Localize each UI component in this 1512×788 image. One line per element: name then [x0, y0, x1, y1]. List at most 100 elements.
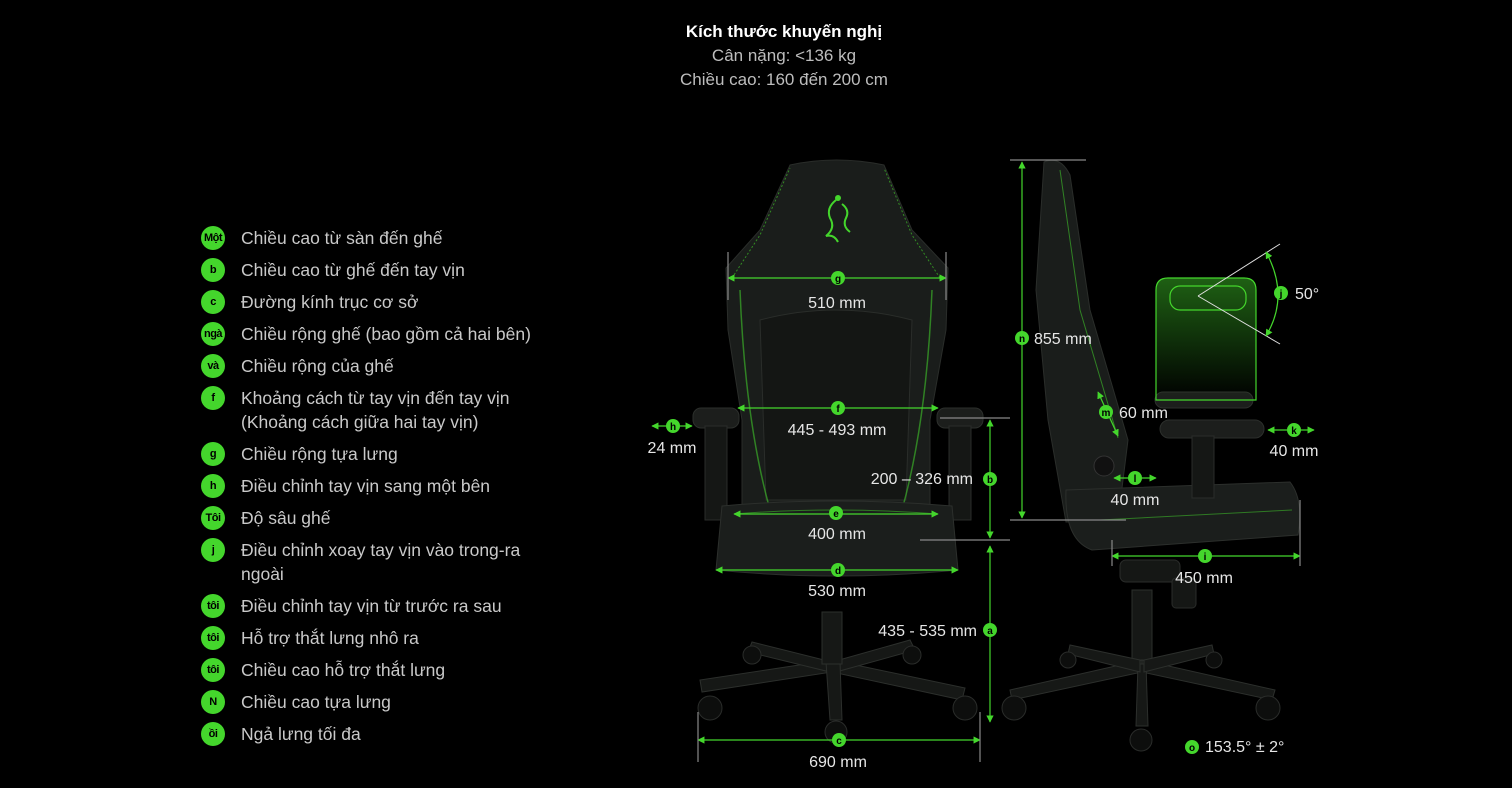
dimension-c: c 690 mm: [809, 733, 867, 771]
front-left-armrest: [692, 407, 740, 429]
marker-k-letter: k: [1291, 426, 1297, 437]
armrest-pivot-illustration: [1155, 277, 1257, 401]
marker-d-badge: [831, 563, 845, 577]
legend-item-j: j Điều chỉnh xoay tay vịn vào trong-ra ng…: [201, 538, 621, 586]
dimension-l-value: 40 mm: [1111, 492, 1160, 509]
recommended-size-header: Kích thước khuyến nghị Cân nặng: <136 kg…: [0, 20, 1512, 92]
legend-text: Khoảng cách từ tay vịn đến tay vịn (Khoả…: [241, 388, 510, 432]
side-chair: [1001, 159, 1301, 752]
dimension-h: h 24 mm: [648, 419, 697, 457]
dimension-lines: [651, 159, 1315, 762]
dimension-g-value: 510 mm: [808, 295, 866, 312]
dimension-c-value: 690 mm: [809, 754, 867, 771]
marker-e-badge: [829, 506, 843, 520]
dimension-g: g 510 mm: [808, 271, 866, 312]
legend-item-b: b Chiều cao từ ghế đến tay vịn: [201, 258, 621, 282]
side-armrest-lower: [1159, 419, 1265, 439]
legend-item-l: tôi Hỗ trợ thắt lưng nhô ra: [201, 626, 621, 650]
legend-badge: N: [201, 690, 225, 714]
legend-item-n: N Chiều cao tựa lưng: [201, 690, 621, 714]
legend-badge: g: [201, 442, 225, 466]
dimension-e: e 400 mm: [808, 506, 866, 543]
marker-n-badge: [1015, 331, 1029, 345]
marker-o-letter: o: [1189, 743, 1195, 754]
marker-m-letter: m: [1102, 408, 1111, 419]
legend-text: Điều chỉnh tay vịn từ trước ra sau: [241, 596, 502, 616]
legend-text: Chiều rộng ghế (bao gồm cả hai bên): [241, 324, 531, 344]
legend-badge: tôi: [201, 626, 225, 650]
legend-badge: c: [201, 290, 225, 314]
legend-badge: ồi: [201, 722, 225, 746]
dimension-n-value: 855 mm: [1034, 331, 1092, 348]
dimension-n: n 855 mm: [1015, 331, 1092, 348]
dimension-a-value: 435 - 535 mm: [878, 623, 977, 640]
marker-j-letter: j: [1279, 289, 1283, 300]
marker-f-badge: [831, 401, 845, 415]
dimension-j: j 50°: [1274, 286, 1319, 303]
dimension-d: d 530 mm: [808, 563, 866, 600]
front-chair: [692, 159, 984, 744]
marker-n-letter: n: [1019, 334, 1025, 345]
dimension-h-value: 24 mm: [648, 440, 697, 457]
legend-text: Điều chỉnh xoay tay vịn vào trong-ra ngo…: [241, 540, 521, 584]
legend-text: Chiều rộng của ghế: [241, 356, 394, 376]
dimension-f: f 445 - 493 mm: [788, 401, 886, 439]
legend-text: Hỗ trợ thắt lưng nhô ra: [241, 628, 419, 648]
marker-m-badge: [1099, 405, 1113, 419]
legend-item-f: f Khoảng cách từ tay vịn đến tay vịn (Kho…: [201, 386, 621, 434]
dimension-b-value: 200 – 326 mm: [871, 471, 973, 488]
legend-badge: Một: [201, 226, 225, 250]
legend-badge: b: [201, 258, 225, 282]
recommended-height: Chiều cao: 160 đến 200 cm: [680, 70, 888, 89]
dimension-m-value: 60 mm: [1119, 405, 1168, 422]
legend-text: Điều chỉnh tay vịn sang một bên: [241, 476, 491, 496]
legend-item-d: ngà Chiều rộng ghế (bao gồm cả hai bên): [201, 322, 621, 346]
dimension-b: b 200 – 326 mm: [871, 471, 997, 488]
marker-f-letter: f: [836, 404, 840, 415]
dimension-d-value: 530 mm: [808, 583, 866, 600]
marker-b-badge: [983, 472, 997, 486]
marker-d-letter: d: [835, 566, 841, 577]
side-chair-base: [1009, 589, 1276, 727]
razer-logo-icon: [825, 195, 851, 243]
marker-g-badge: [831, 271, 845, 285]
dimension-k: k 40 mm: [1270, 423, 1319, 460]
legend-text: Độ sâu ghế: [241, 508, 331, 528]
legend-item-m: tôi Chiều cao hỗ trợ thắt lưng: [201, 658, 621, 682]
marker-k-badge: [1287, 423, 1301, 437]
legend-badge: j: [201, 538, 225, 562]
dimension-a: a 435 - 535 mm: [878, 623, 997, 640]
marker-h-badge: [666, 419, 680, 433]
marker-a-letter: a: [987, 626, 993, 637]
marker-i-badge: [1198, 549, 1212, 563]
legend-text: Chiều cao tựa lưng: [241, 692, 391, 712]
legend-badge: Tôi: [201, 506, 225, 530]
dimension-o: o 153.5° ± 2°: [1185, 739, 1284, 756]
marker-o-badge: [1185, 740, 1199, 754]
dimension-m: m 60 mm: [1099, 405, 1168, 422]
recommended-weight: Cân nặng: <136 kg: [711, 46, 857, 65]
marker-j-badge: [1274, 286, 1288, 300]
legend-text: Chiều cao hỗ trợ thắt lưng: [241, 660, 446, 680]
dimension-e-value: 400 mm: [808, 526, 866, 543]
marker-c-badge: [832, 733, 846, 747]
marker-h-letter: h: [670, 422, 676, 433]
legend-badge: tôi: [201, 658, 225, 682]
marker-e-letter: e: [833, 509, 839, 520]
legend-item-o: ồi Ngả lưng tối đa: [201, 722, 621, 746]
legend-text: Ngả lưng tối đa: [241, 724, 361, 744]
legend-text: Đường kính trục cơ sở: [241, 292, 419, 312]
side-chair-wheels: [1001, 651, 1281, 752]
marker-b-letter: b: [987, 475, 993, 486]
dimension-j-value: 50°: [1295, 286, 1319, 303]
legend-badge: f: [201, 386, 225, 410]
legend-badge: ngà: [201, 322, 225, 346]
legend-item-c: c Đường kính trục cơ sở: [201, 290, 621, 314]
dimension-k-value: 40 mm: [1270, 443, 1319, 460]
recommended-size-title: Kích thước khuyến nghị: [685, 22, 883, 41]
legend-text: Chiều cao từ ghế đến tay vịn: [241, 260, 465, 280]
